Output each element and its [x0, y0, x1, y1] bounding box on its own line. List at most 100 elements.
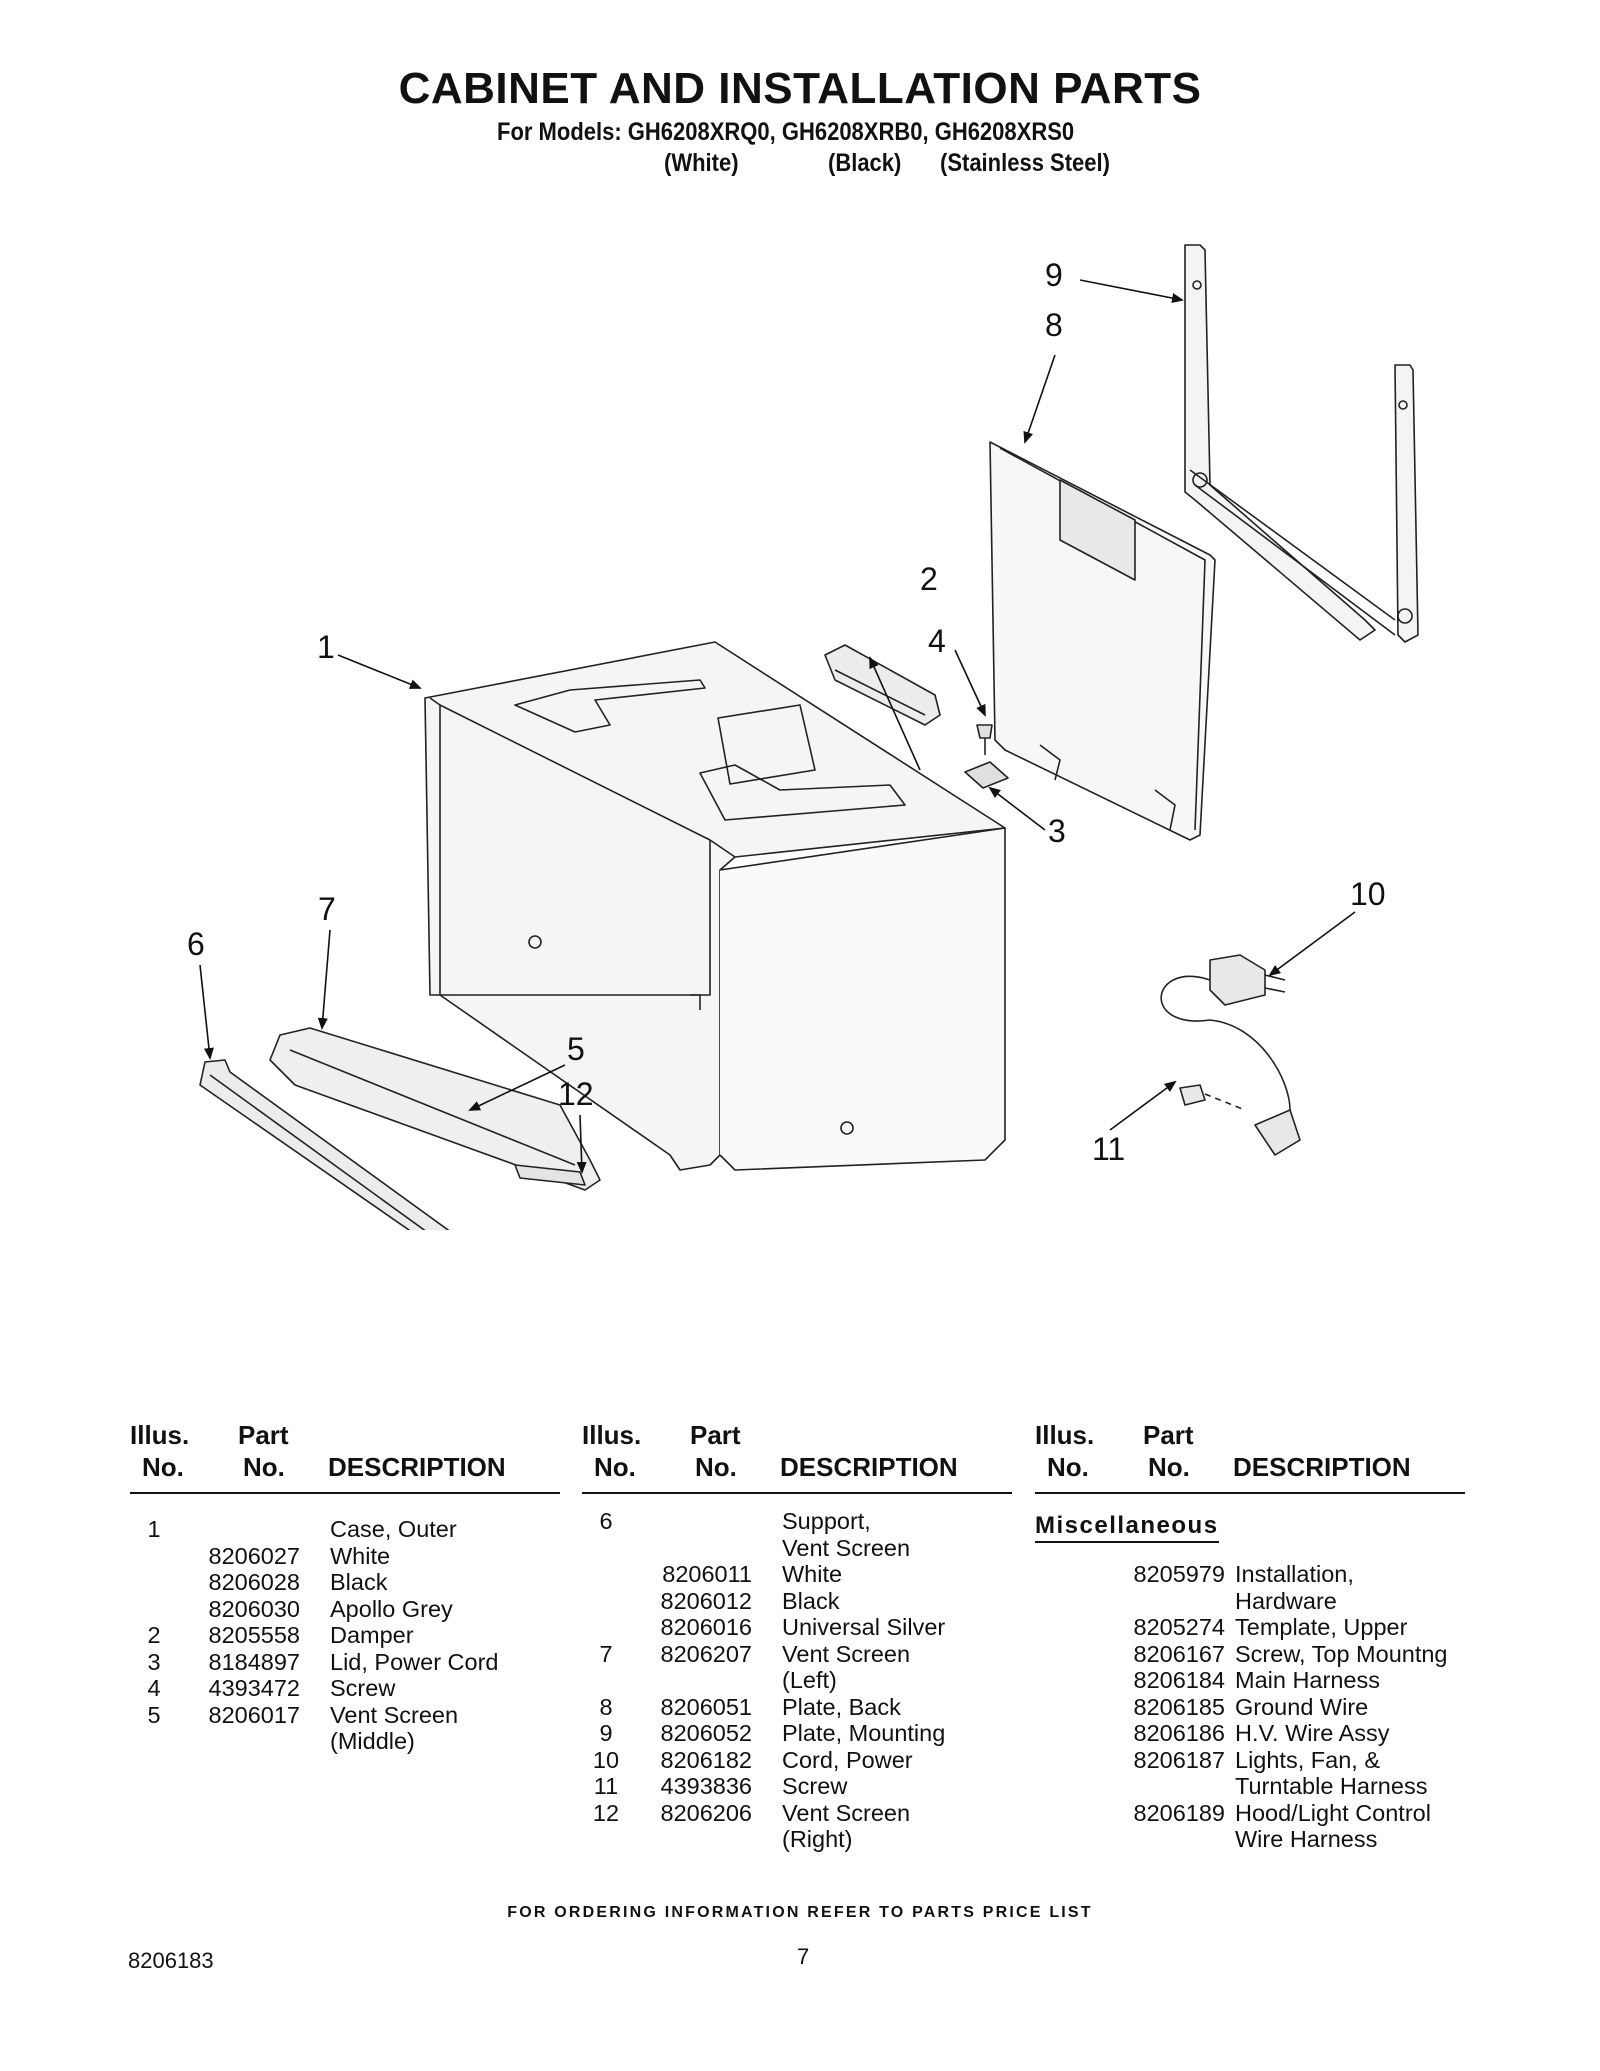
callout-9: 9 — [1045, 257, 1063, 293]
illus-number: 7 — [599, 1640, 613, 1667]
page-title: CABINET AND INSTALLATION PARTS — [398, 64, 1202, 113]
part-number: 8206207 — [660, 1640, 753, 1667]
part-number: 8206052 — [660, 1720, 753, 1746]
parts-column-2: Illus. No. Part No. DESCRIPTION 6 Support… — [582, 1420, 1012, 1852]
part-description: Wire Harness — [1235, 1826, 1378, 1852]
header-illus: Illus. — [1035, 1420, 1095, 1450]
illus-number: 12 — [592, 1799, 620, 1826]
header-part: Part — [238, 1420, 289, 1450]
document-number: 8206183 — [128, 1948, 214, 1973]
exploded-parts-diagram: 9 8 2 4 1 3 10 7 6 5 12 11 — [187, 244, 1419, 1230]
table-row: 8206011 White — [582, 1561, 1012, 1588]
outer-case-drawing — [424, 641, 1006, 1171]
header-illus: Illus. — [130, 1420, 190, 1450]
header-illus: Illus. — [582, 1420, 642, 1450]
table-row: 8206030 Apollo Grey — [130, 1596, 560, 1623]
table-row: Vent Screen — [582, 1535, 1012, 1562]
header-part-no: No. — [243, 1452, 285, 1482]
part-description: Screw — [782, 1773, 848, 1799]
header-description: DESCRIPTION — [780, 1452, 958, 1482]
part-description: Hardware — [1235, 1587, 1337, 1614]
part-description: White — [782, 1561, 843, 1587]
table-row: (Right) — [582, 1826, 1012, 1853]
illus-number: 3 — [147, 1648, 161, 1675]
header-illus-no: No. — [142, 1452, 184, 1482]
table-row: 9 8206052 Plate, Mounting — [582, 1720, 1012, 1747]
callout-7: 7 — [318, 891, 336, 927]
vent-support-drawing — [199, 1059, 450, 1230]
vent-screen-drawing — [269, 1027, 601, 1191]
part-description: Support, — [782, 1508, 871, 1534]
header-part-no: No. — [1148, 1452, 1190, 1482]
header-part: Part — [690, 1420, 741, 1450]
table-row: 8206016 Universal Silver — [582, 1614, 1012, 1641]
illus-number: 8 — [599, 1693, 613, 1720]
part-number: 8206051 — [660, 1693, 753, 1720]
illus-number: 6 — [599, 1508, 613, 1534]
header-part-no: No. — [695, 1452, 737, 1482]
part-number: 8206187 — [1133, 1746, 1226, 1773]
callout-3: 3 — [1048, 813, 1066, 849]
header-description: DESCRIPTION — [1233, 1452, 1411, 1482]
part-description: White — [330, 1542, 391, 1569]
part-description: Plate, Mounting — [782, 1720, 946, 1746]
callout-8: 8 — [1045, 307, 1063, 343]
part-number: 8205979 — [1133, 1561, 1226, 1587]
illus-number: 4 — [147, 1675, 161, 1701]
part-number: 4393836 — [660, 1773, 753, 1799]
page-number: 7 — [797, 1944, 810, 1969]
part-description: Vent Screen — [330, 1701, 459, 1728]
part-description: Case, Outer — [330, 1516, 457, 1542]
models-line: For Models: GH6208XRQ0, GH6208XRB0, GH62… — [497, 118, 1075, 146]
part-number: 8206012 — [660, 1587, 753, 1614]
table-row: 8 8206051 Plate, Back — [582, 1694, 1012, 1721]
part-description: Template, Upper — [1235, 1614, 1408, 1640]
part-description: Installation, — [1235, 1561, 1354, 1587]
part-description: Plate, Back — [782, 1693, 901, 1720]
part-description: Vent Screen — [782, 1640, 911, 1667]
part-description: Universal Silver — [782, 1614, 946, 1640]
part-number: 8206189 — [1133, 1799, 1226, 1826]
table-row: 8205979 Installation, — [1035, 1561, 1465, 1588]
variant-white: (White) — [664, 149, 739, 177]
table-row: Hardware — [1035, 1588, 1465, 1615]
table-row: 11 4393836 Screw — [582, 1773, 1012, 1800]
header-part: Part — [1143, 1420, 1194, 1450]
part-number: 8205558 — [208, 1622, 301, 1648]
part-number: 8206186 — [1133, 1720, 1226, 1746]
part-description: Damper — [330, 1622, 414, 1648]
illus-number: 1 — [147, 1516, 161, 1542]
variant-black: (Black) — [828, 149, 902, 177]
header-description: DESCRIPTION — [328, 1452, 506, 1482]
part-description: Black — [782, 1587, 840, 1614]
callout-6: 6 — [187, 926, 205, 962]
variant-stainless: (Stainless Steel) — [940, 149, 1110, 177]
part-number: 8206016 — [660, 1614, 753, 1640]
part-description: (Right) — [782, 1826, 853, 1852]
ordering-note: FOR ORDERING INFORMATION REFER TO PARTS … — [507, 1904, 1093, 1921]
illus-number: 11 — [593, 1773, 619, 1799]
part-description: Black — [330, 1569, 388, 1595]
table-row: 7 8206207 Vent Screen — [582, 1641, 1012, 1668]
table-row: 1 Case, Outer — [130, 1516, 560, 1543]
illus-number: 9 — [599, 1720, 613, 1746]
part-number: 8206017 — [208, 1701, 301, 1728]
part-number: 8206167 — [1133, 1640, 1226, 1667]
part-description: Apollo Grey — [330, 1595, 453, 1622]
part-number: 8206011 — [662, 1561, 752, 1587]
table-row: (Left) — [582, 1667, 1012, 1694]
part-number: 8206030 — [208, 1595, 301, 1622]
callout-10: 10 — [1350, 876, 1386, 912]
part-description: Screw — [330, 1675, 396, 1701]
header-illus-no: No. — [594, 1452, 636, 1482]
